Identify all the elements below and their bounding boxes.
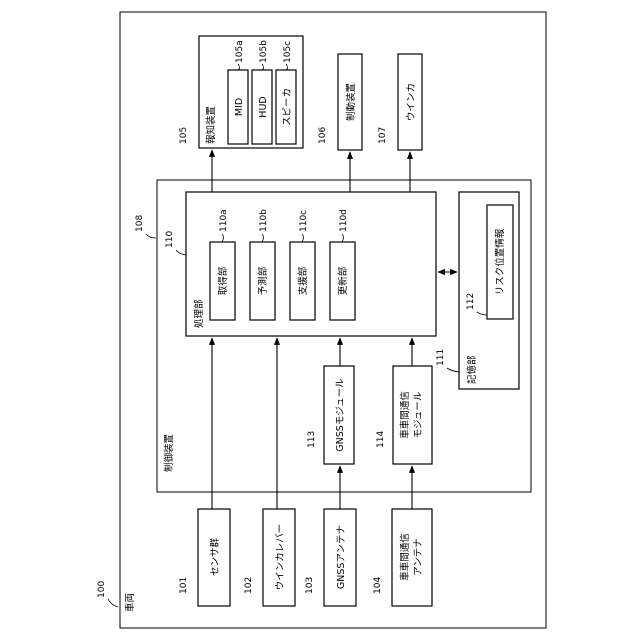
support-number: 110c: [299, 210, 309, 232]
vehicle-number: 100: [97, 581, 107, 598]
mid-label: MID: [234, 98, 245, 116]
v2v-antenna-number: 104: [373, 577, 383, 594]
gnss-antenna-number: 103: [305, 577, 315, 594]
prediction-label: 予測部: [257, 267, 269, 296]
brake-label: 制動装置: [345, 83, 357, 121]
control-device-leader: [146, 234, 156, 238]
winker-lever-number: 102: [244, 577, 254, 594]
risk-info-label: リスク位置情報: [494, 228, 506, 295]
gnss-antenna-label: GNSSアンテナ: [336, 525, 347, 589]
vehicle-label: 車両: [124, 593, 136, 612]
control-device-number: 108: [135, 215, 145, 232]
v2v-module-number: 114: [376, 431, 386, 448]
v2v-antenna-box: [392, 509, 432, 606]
processing-unit-label: 処理部: [193, 299, 205, 328]
winker-label: ウインカ: [406, 83, 417, 121]
speaker-label: スピーカ: [282, 88, 293, 126]
support-label: 支援部: [297, 267, 309, 296]
control-device-label: 制御装置: [163, 434, 175, 472]
processing-unit-leader: [176, 250, 186, 255]
notification-number: 105: [179, 127, 189, 144]
gnss-module-number: 113: [307, 431, 317, 448]
hud-label: HUD: [258, 96, 269, 117]
v2v-module-label-line2: モジュール: [413, 391, 424, 438]
v2v-antenna-label-line1: 車車間通信: [399, 533, 411, 581]
v2v-module-label-line1: 車車間通信: [399, 391, 411, 439]
mid-number: 105a: [235, 40, 245, 63]
v2v-antenna-label-line2: アンテナ: [413, 538, 424, 576]
acquisition-label: 取得部: [217, 267, 229, 296]
update-label: 更新部: [337, 267, 349, 296]
vehicle-leader: [108, 599, 118, 607]
notification-label: 報知装置: [205, 106, 217, 144]
winker-number: 107: [378, 127, 388, 144]
speaker-number: 105c: [283, 41, 293, 63]
gnss-module-label: GNSSモジュール: [335, 378, 346, 452]
risk-info-number: 112: [466, 293, 476, 310]
sensors-number: 101: [179, 577, 189, 594]
storage-label: 記憶部: [466, 355, 478, 384]
brake-number: 106: [318, 127, 328, 144]
hud-number: 105b: [259, 40, 269, 63]
winker-lever-label: ウインカレバー: [275, 524, 286, 591]
update-number: 110d: [339, 209, 349, 232]
processing-unit-number: 110: [165, 231, 175, 248]
sensors-label: センサ群: [209, 538, 221, 577]
storage-leader: [447, 368, 459, 372]
acquisition-number: 110a: [219, 209, 229, 232]
storage-number: 111: [436, 349, 446, 366]
prediction-number: 110b: [259, 209, 269, 232]
